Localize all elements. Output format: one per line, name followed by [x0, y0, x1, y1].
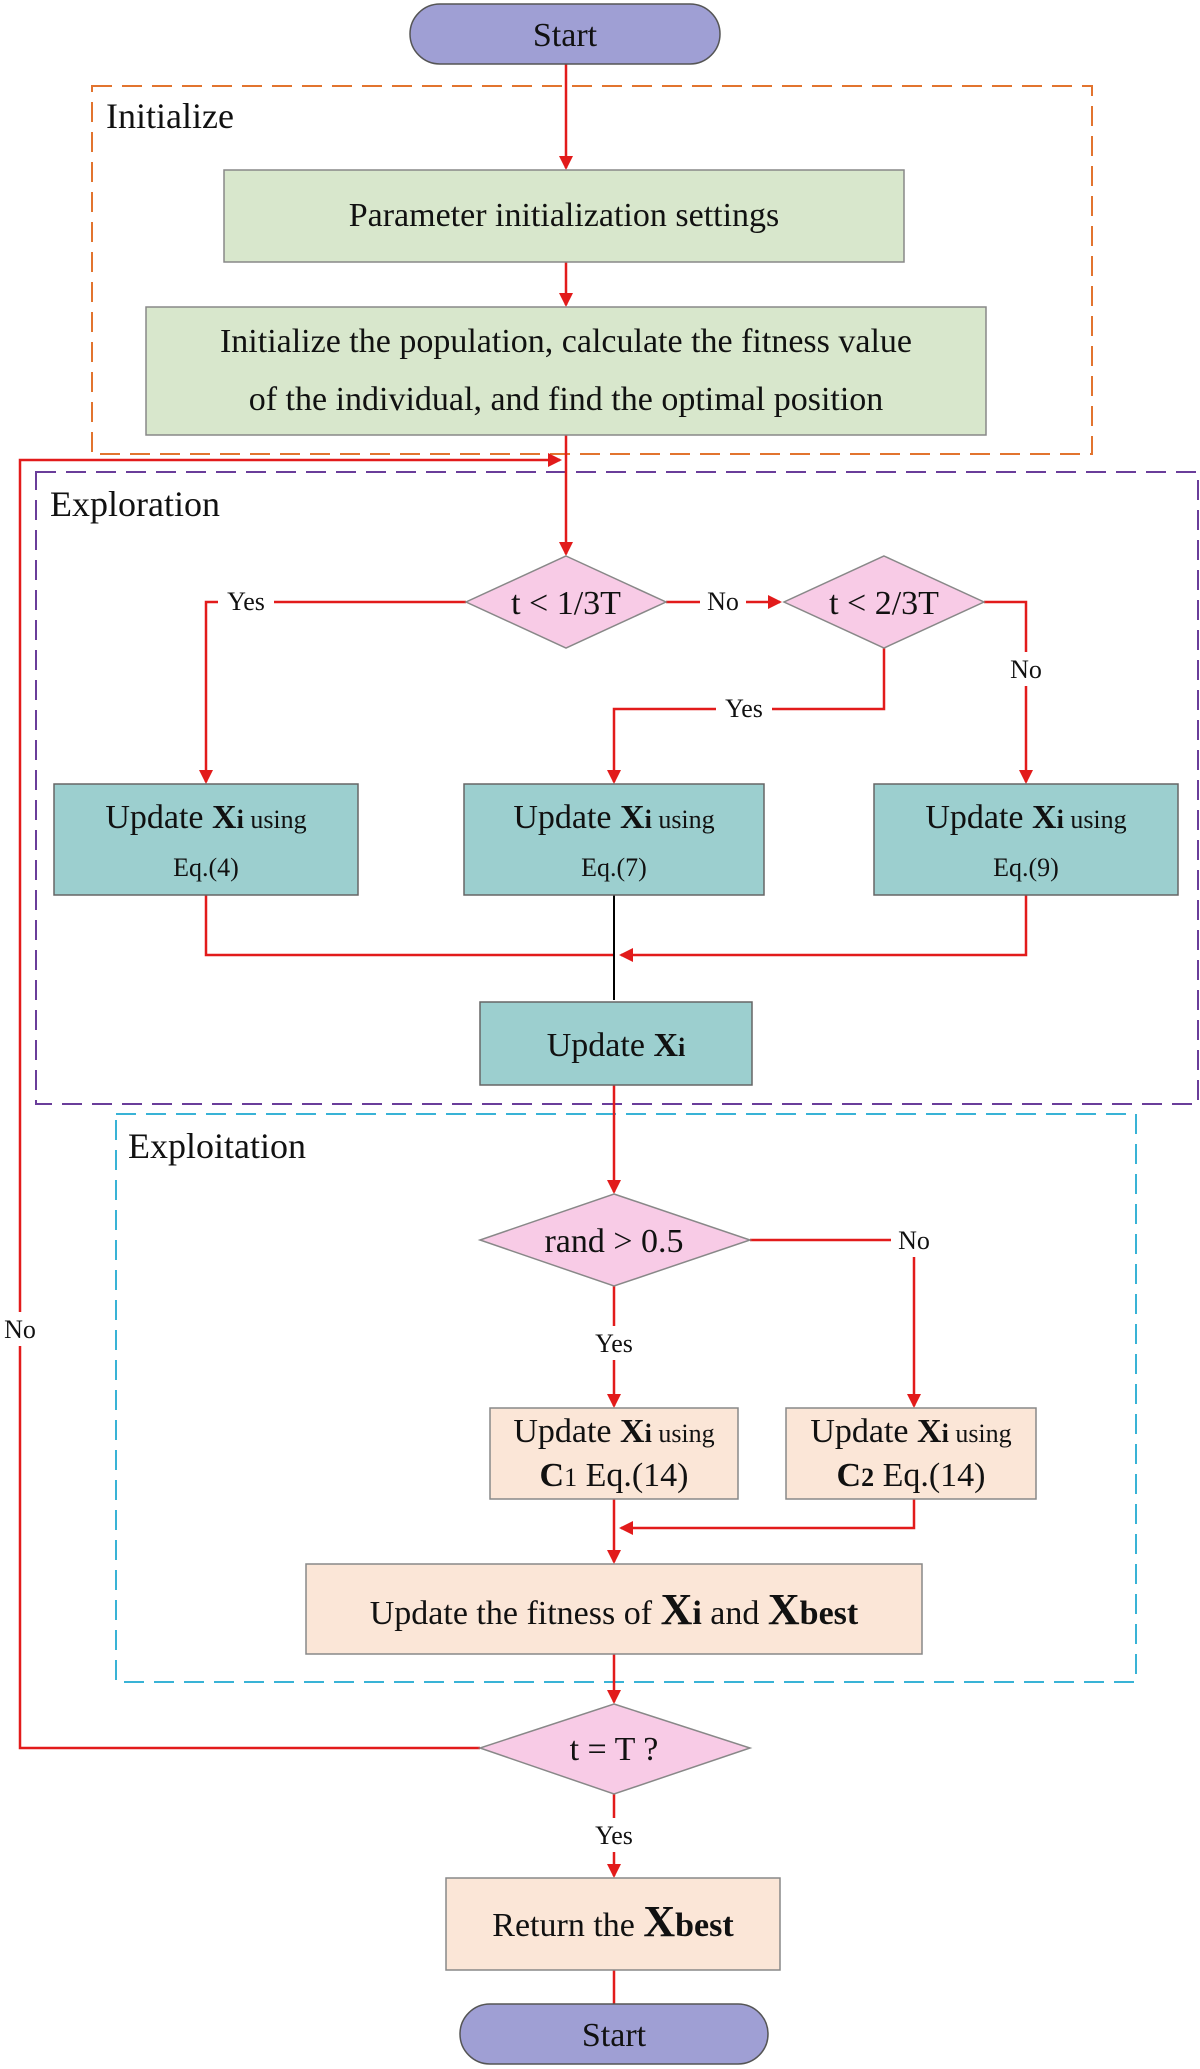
label-yes-tT: Yes	[595, 1821, 633, 1850]
exploration-title: Exploration	[50, 484, 220, 524]
start-bottom-label: Start	[582, 2017, 647, 2054]
init-population-line1: Initialize the population, calculate the…	[220, 323, 912, 360]
param-init-label: Parameter initialization settings	[349, 197, 780, 234]
decision-rand	[477, 1193, 753, 1287]
label-yes-rand: Yes	[595, 1329, 633, 1358]
start-terminal-bottom	[459, 2003, 769, 2065]
return-best-label: Return the Xbest	[492, 1897, 734, 1946]
start-top-label: Start	[533, 17, 598, 54]
label-yes-t13: Yes	[227, 587, 265, 616]
decision-t13-label: t < 1/3T	[511, 585, 621, 622]
update-eq7-box	[463, 783, 765, 896]
update-c1-box	[489, 1407, 739, 1500]
initialize-frame	[91, 85, 1093, 455]
label-no-rand: No	[898, 1226, 930, 1255]
update-c2-line1: Update Xi using	[810, 1413, 1011, 1450]
update-xi-box	[479, 1001, 753, 1086]
initialize-title: Initialize	[106, 96, 234, 136]
update-c1-line2: C1 Eq.(14)	[540, 1457, 689, 1494]
connectors	[18, 64, 1033, 2022]
init-population-line2: of the individual, and find the optimal …	[249, 381, 884, 418]
label-no-tT: No	[4, 1315, 36, 1344]
decision-tT-label: t = T ?	[570, 1731, 659, 1768]
decision-t23-label: t < 2/3T	[829, 585, 939, 622]
update-eq4-line2: Eq.(4)	[173, 853, 239, 882]
label-no-t13: No	[707, 587, 739, 616]
update-eq9-box	[873, 783, 1179, 896]
exploitation-title: Exploitation	[128, 1126, 306, 1166]
exploration-frame	[35, 471, 1199, 1105]
update-eq9-line1: Update Xi using	[925, 799, 1126, 836]
update-fitness-box	[305, 1563, 923, 1655]
update-c2-box	[785, 1407, 1037, 1500]
update-c2-line2: C2 Eq.(14)	[837, 1457, 986, 1494]
exploitation-frame	[115, 1113, 1137, 1683]
update-eq7-line2: Eq.(7)	[581, 853, 647, 882]
update-eq4-line1: Update Xi using	[105, 799, 306, 836]
update-eq9-line2: Eq.(9)	[993, 853, 1059, 882]
label-yes-t23: Yes	[725, 694, 763, 723]
decision-t23	[782, 555, 986, 649]
decision-tT	[477, 1703, 753, 1795]
decision-rand-label: rand > 0.5	[544, 1223, 683, 1260]
start-terminal-top	[409, 3, 721, 65]
update-fitness-label: Update the fitness of Xi and Xbest	[370, 1585, 859, 1634]
param-init-box	[223, 169, 905, 263]
init-population-box	[145, 306, 987, 436]
return-best-box	[445, 1877, 781, 1971]
update-xi-label: Update Xi	[547, 1027, 685, 1064]
label-no-t23: No	[1010, 655, 1042, 684]
decision-t13	[464, 555, 668, 649]
update-c1-line1: Update Xi using	[513, 1413, 714, 1450]
update-eq7-line1: Update Xi using	[513, 799, 714, 836]
update-eq4-box	[53, 783, 359, 896]
